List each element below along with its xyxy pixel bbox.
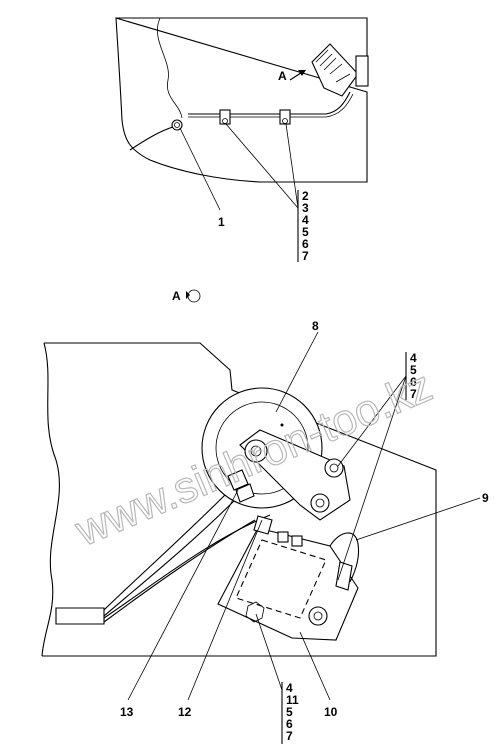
top-clamp-1 (219, 109, 231, 125)
rotation-symbol-arrow (186, 291, 190, 299)
terminal-2 (235, 483, 255, 503)
top-stack-labels: 2 3 4 5 6 7 (302, 189, 309, 263)
lever-bolt-upper-inner (329, 463, 339, 473)
leader-bottom-stack (255, 613, 283, 691)
cable-4 (103, 514, 271, 619)
box-cable-entry (253, 515, 273, 535)
top-switch-detail (315, 49, 351, 83)
top-grommet (171, 119, 183, 131)
top-grommet-inner (174, 122, 180, 128)
stack-label: 2 (302, 189, 309, 203)
top-harness (188, 91, 351, 115)
switch-box-hidden-outline (235, 539, 327, 619)
bottom-stack-labels: 4 11 5 6 7 (286, 681, 299, 743)
bottom-panel-outline (42, 342, 437, 657)
cable-loop-9 (329, 532, 360, 583)
callout-10: 10 (324, 705, 338, 719)
stack-label: 7 (410, 387, 417, 401)
callout-9: 9 (482, 491, 489, 505)
bottom-view: 8 4 5 6 7 9 10 12 13 4 11 5 6 7 (41, 319, 489, 744)
stack-label: 5 (302, 225, 309, 239)
leader-12 (187, 519, 263, 701)
right-stack-labels: 4 5 6 7 (410, 351, 417, 401)
stack-label: 5 (410, 363, 417, 377)
lever-bolt-lower-inner (315, 498, 325, 508)
leader-13 (127, 489, 239, 701)
stack-label: 4 (302, 213, 309, 227)
top-harness-lower (188, 93, 354, 118)
stack-label: 6 (286, 717, 293, 731)
stack-label: 7 (286, 729, 293, 743)
callout-1: 1 (218, 215, 225, 229)
view-title-letter: A (172, 289, 181, 303)
view-title: A (172, 289, 201, 303)
leader-9 (355, 497, 481, 541)
stack-label: 6 (302, 237, 309, 251)
tube-stub (55, 607, 105, 625)
stack-label: 4 (286, 681, 293, 695)
box-hex-nut (245, 601, 265, 623)
terminal-1 (227, 469, 249, 491)
lever-bolt-upper (324, 458, 344, 478)
pulley-dot (280, 423, 284, 427)
callout-13: 13 (120, 705, 134, 719)
leader-stack-a (225, 123, 299, 209)
top-break-line (157, 17, 183, 119)
top-cable-left (129, 125, 177, 151)
cable-2 (103, 494, 241, 617)
top-clamp-2 (279, 109, 291, 125)
top-clamp-bolt-2 (282, 118, 288, 124)
view-arrow-head (298, 70, 306, 76)
rotation-symbol (187, 289, 201, 303)
stack-label: 6 (410, 375, 417, 389)
lever-bolt-lower (310, 493, 330, 513)
bottom-break-line (41, 342, 60, 657)
stack-label: 5 (286, 705, 293, 719)
box-bolt (308, 606, 328, 626)
loop-clamp (335, 561, 353, 591)
box-bolt-inner (313, 611, 323, 621)
top-bracket (355, 55, 369, 87)
stack-label: 7 (302, 249, 309, 263)
leader-8 (275, 331, 319, 413)
stack-label: 4 (410, 351, 417, 365)
leader-right-stack-a (337, 375, 407, 467)
leader-10 (299, 631, 331, 701)
leader-1 (179, 127, 221, 211)
stack-label: 11 (286, 693, 299, 707)
box-connector-1 (277, 531, 289, 543)
leader-right-stack-b (337, 375, 407, 581)
callout-8: 8 (312, 319, 319, 333)
top-body-outline (115, 17, 368, 183)
pulley-inner (215, 401, 309, 495)
cable-1 (103, 489, 231, 611)
top-clamp-bolt-1 (222, 118, 228, 124)
lever-pivot (244, 439, 268, 463)
callout-12: 12 (178, 705, 192, 719)
top-view: A 1 2 3 4 5 6 7 (115, 17, 369, 263)
top-view-marker: A (278, 69, 287, 83)
lever-pivot-inner (250, 445, 262, 457)
box-connector-2 (291, 535, 303, 547)
stack-label: 3 (302, 201, 309, 215)
leader-stack-b (285, 123, 299, 209)
